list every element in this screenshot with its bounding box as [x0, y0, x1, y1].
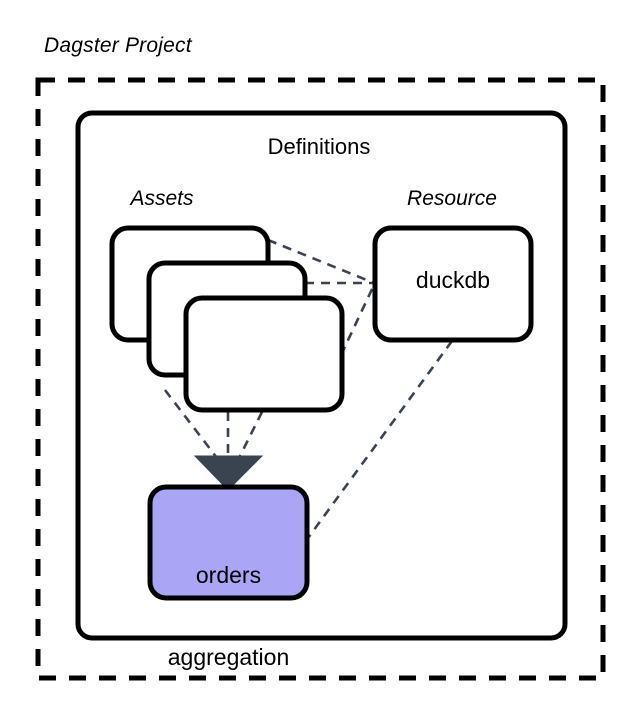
- outer-container-dagster-project: [35, 77, 606, 681]
- orders-label-line-1: orders: [195, 562, 262, 589]
- orders-aggregation-node-label: orders aggregation: [150, 508, 307, 725]
- resource-group-label: Resource: [407, 187, 497, 210]
- edges-assets-to-orders: [163, 389, 264, 459]
- edges-assets-to-duckdb: [267, 238, 376, 356]
- edge-card3-orders: [237, 411, 264, 459]
- orders-label-line-2: aggregation: [167, 643, 290, 670]
- outer-container-label: Dagster Project: [44, 34, 192, 57]
- assets-group-label: Assets: [130, 187, 194, 210]
- asset-stack-card-3[interactable]: [183, 295, 345, 413]
- edge-card1-duckdb: [267, 238, 375, 285]
- duckdb-resource-node[interactable]: [372, 225, 534, 343]
- inner-container-label: Definitions: [267, 134, 371, 159]
- edge-card3-duckdb: [339, 284, 376, 356]
- edge-card1-orders: [163, 389, 219, 459]
- edges-duckdb-to-orders: [306, 340, 454, 539]
- edge-duckdb-orders: [306, 340, 454, 539]
- arrowhead-to-orders: [193, 455, 264, 491]
- duckdb-node-label: duckdb: [415, 267, 491, 293]
- orders-aggregation-asset-node[interactable]: [147, 484, 310, 601]
